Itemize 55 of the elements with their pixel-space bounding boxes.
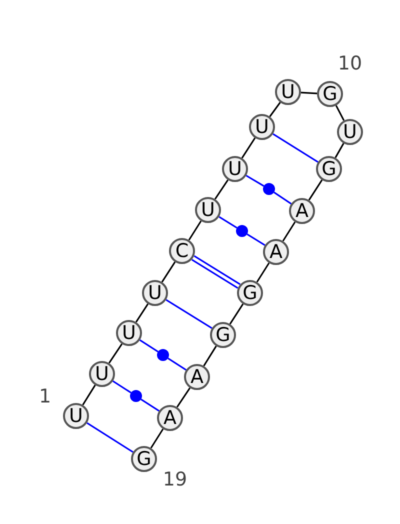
backbone-line [334,142,344,158]
nucleotide-circle: U [116,320,142,346]
backbone-line [161,261,176,283]
nucleotide-circle: U [337,119,363,145]
position-number: 10 [338,54,362,74]
nucleotide-circle: G [210,322,236,348]
nucleotide-circle: G [237,280,263,306]
backbone-line [203,346,217,366]
dot-icon [157,349,169,361]
base-pair-line [86,422,134,453]
base-pair-line [166,299,212,329]
base-pair-line [246,234,266,246]
backbone-line [150,428,164,448]
base-pair-line [274,192,292,204]
backbone-line [214,179,229,200]
nucleotide-circle: A [263,239,289,265]
nucleotide-circle: A [157,405,183,431]
base-pair-line [246,174,264,187]
nucleotide-circle: U [89,361,115,387]
backbone-line [282,222,296,242]
backbone-line [308,179,323,201]
backbone-line [335,105,345,121]
nucleotide-circle: U [142,280,168,306]
nucleotide-circle: A [184,364,210,390]
base-pair-line [272,133,318,163]
dot-icon [236,225,248,237]
backbone-line [135,303,149,323]
backbone-line [188,220,202,240]
base-pair-line [168,358,187,371]
nucleotide-circle: U [249,114,275,140]
dot-icon [130,390,142,402]
nucleotide-circle: U [222,156,248,182]
nucleotide-circle: U [275,79,301,105]
nucleotide-circle: C [169,238,195,264]
base-pair-line [139,339,158,352]
nucleotide-circle: U [195,197,221,223]
backbone-line [269,102,281,118]
base-pair-line [112,380,132,394]
dot-icon [263,183,275,195]
backbone-line [300,92,318,94]
backbone-line [108,343,123,364]
nucleotide-circle: U [63,403,89,429]
base-pair-line [140,398,160,412]
nucleotide-circle: G [317,81,343,107]
nucleotide-circle: G [316,156,342,182]
backbone-line [229,303,244,325]
backbone-line [82,384,96,406]
position-number: 19 [162,470,188,490]
nucleotide-circle: A [289,198,315,224]
backbone-line [256,262,270,282]
backbone-line [241,137,256,159]
backbone-line [176,387,191,408]
nucleotide-circle: G [131,446,157,472]
base-pair-line [218,216,238,228]
position-number: 1 [38,388,52,406]
